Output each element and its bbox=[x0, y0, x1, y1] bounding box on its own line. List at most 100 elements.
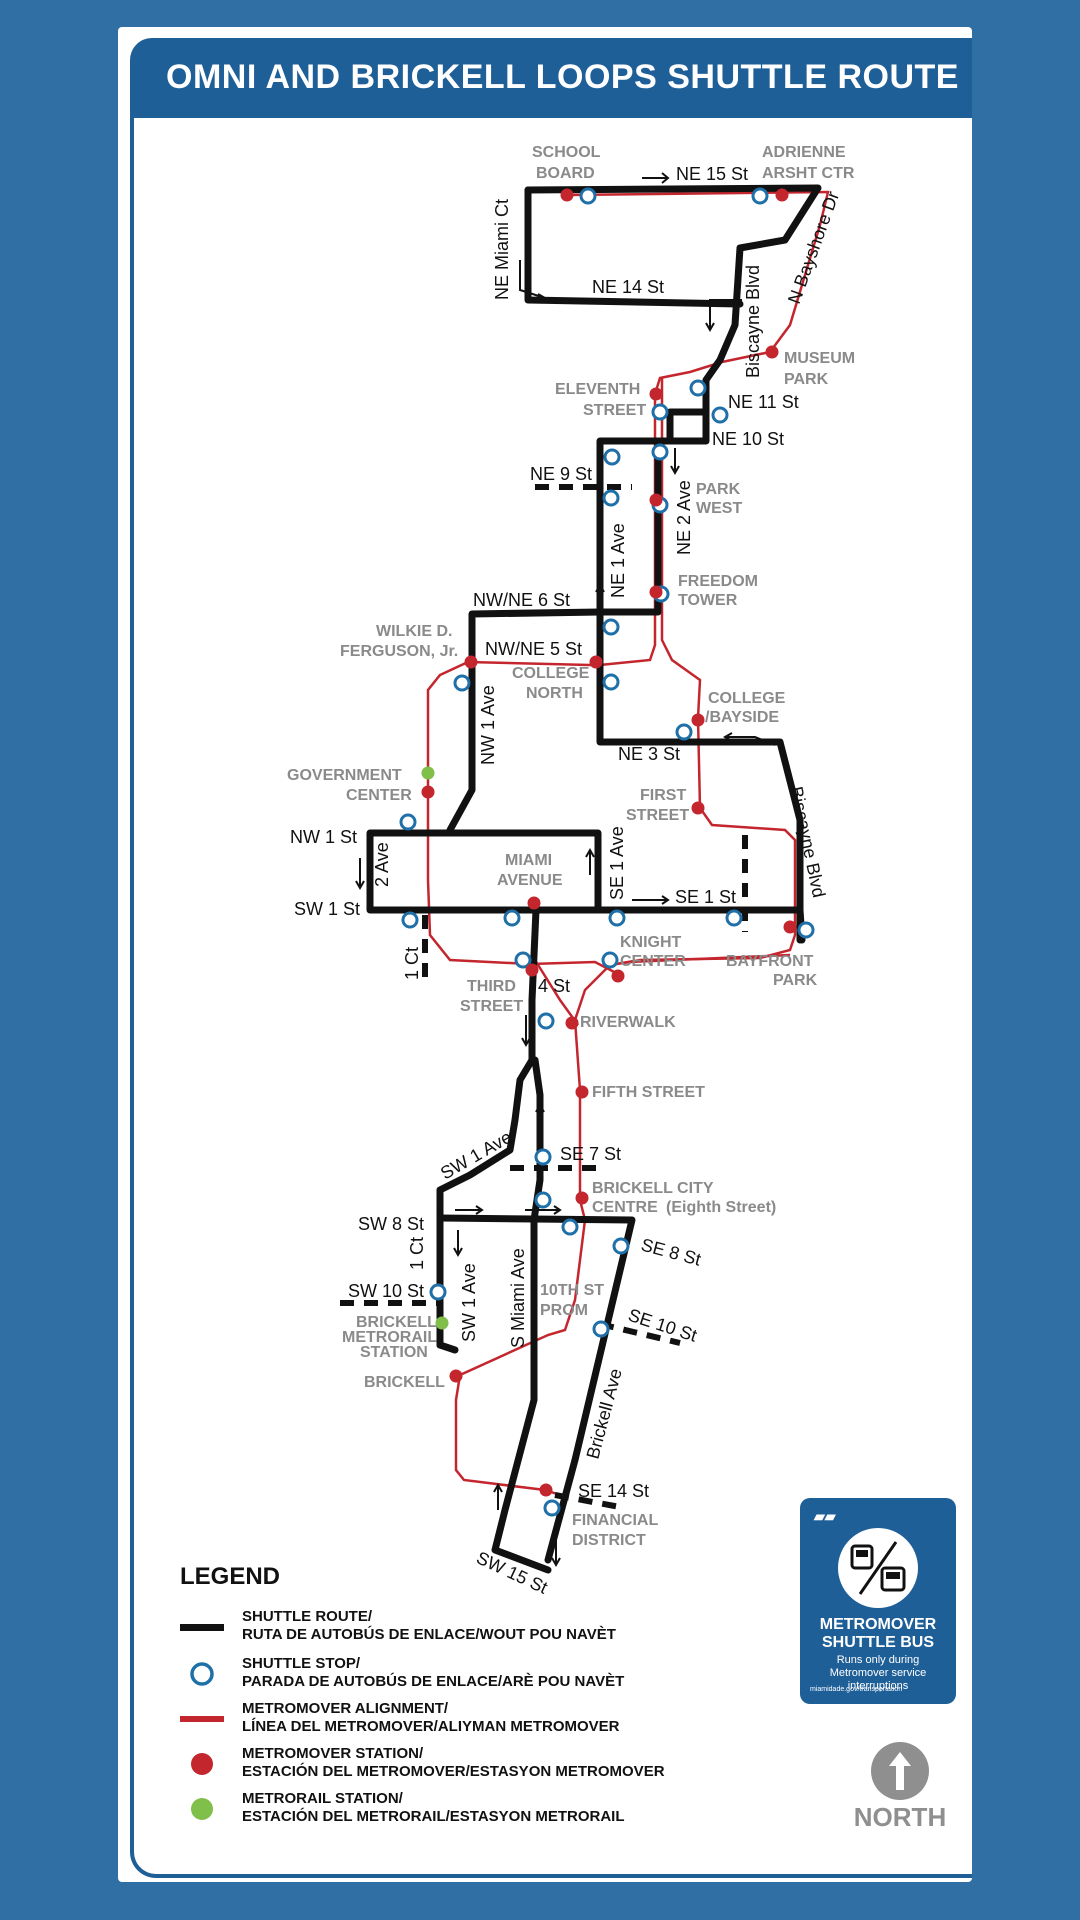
shuttle-stop[interactable] bbox=[612, 1237, 630, 1255]
metromover-station-wilkie-ferguson[interactable] bbox=[464, 655, 478, 669]
metromover-station-fifth-street[interactable] bbox=[575, 1085, 589, 1099]
station-label: PARK bbox=[784, 371, 829, 388]
shuttle-stop[interactable] bbox=[561, 1218, 579, 1236]
metromover-station-brickell-city-centre[interactable] bbox=[575, 1191, 589, 1205]
street-label: NE 2 Ave bbox=[674, 480, 694, 555]
blue-ring-icon bbox=[190, 1662, 214, 1686]
shuttle-stop[interactable] bbox=[534, 1148, 552, 1166]
station-label: STREET bbox=[460, 998, 523, 1015]
station-label: KNIGHT bbox=[620, 934, 682, 951]
station-label: PARK bbox=[696, 481, 741, 498]
street-label: S Miami Ave bbox=[508, 1248, 528, 1348]
shuttle-omni-top-loop bbox=[524, 184, 822, 616]
shuttle-stop[interactable] bbox=[602, 673, 620, 691]
station-labels: SCHOOL BOARD ADRIENNE ARSHT CTR MUSEUM P… bbox=[287, 144, 855, 1549]
station-label: BRICKELL bbox=[364, 1374, 445, 1391]
shuttle-stop[interactable] bbox=[797, 921, 815, 939]
metromover-station-adrienne-arsht[interactable] bbox=[775, 188, 789, 202]
shuttle-stop[interactable] bbox=[602, 489, 620, 507]
station-label: PROM bbox=[540, 1302, 588, 1319]
metromover-omni-loop bbox=[426, 190, 830, 977]
station-label: RIVERWALK bbox=[580, 1014, 676, 1031]
metromover-station-government-center[interactable] bbox=[421, 785, 435, 799]
station-label: CENTER bbox=[346, 787, 412, 804]
station-label: STREET bbox=[626, 807, 689, 824]
metrorail-station-brickell[interactable] bbox=[435, 1316, 449, 1330]
shuttle-stop[interactable] bbox=[651, 403, 669, 421]
station-label: /BAYSIDE bbox=[705, 709, 779, 726]
metrorail-station-government-center[interactable] bbox=[421, 766, 435, 780]
shuttle-stop[interactable] bbox=[537, 1012, 555, 1030]
station-label: FERGUSON, Jr. bbox=[340, 643, 458, 660]
street-label: 2 Ave bbox=[372, 842, 392, 887]
shuttle-stop[interactable] bbox=[592, 1320, 610, 1338]
metromover-station-college-north[interactable] bbox=[589, 655, 603, 669]
station-label: BOARD bbox=[536, 165, 595, 182]
shuttle-stop[interactable] bbox=[675, 723, 693, 741]
shuttle-stop[interactable] bbox=[503, 909, 521, 927]
shuttle-stop[interactable] bbox=[751, 187, 769, 205]
shuttle-ne3-loop bbox=[596, 608, 804, 944]
metromover-station-park-west[interactable] bbox=[649, 493, 663, 507]
shuttle-stop[interactable] bbox=[401, 911, 419, 929]
street-label: NW/NE 6 St bbox=[473, 590, 570, 610]
shuttle-stop[interactable] bbox=[543, 1499, 561, 1517]
station-label: MUSEUM bbox=[784, 350, 855, 367]
direction-arrow-icon bbox=[493, 1482, 503, 1510]
metromover-station-financial-district[interactable] bbox=[539, 1483, 553, 1497]
metromover-station-bayfront-park[interactable] bbox=[783, 920, 797, 934]
street-label: SE 14 St bbox=[578, 1481, 649, 1501]
station-label: WILKIE D. bbox=[376, 623, 452, 640]
street-label: SE 1 St bbox=[675, 887, 736, 907]
metromover-station-brickell[interactable] bbox=[449, 1369, 463, 1383]
direction-arrow-icon bbox=[632, 895, 670, 905]
dashed-streets bbox=[340, 484, 748, 1510]
shuttle-stop[interactable] bbox=[711, 406, 729, 424]
legend-item-metrorail-station: METRORAIL STATION/ESTACIÓN DEL METRORAIL… bbox=[180, 1790, 700, 1834]
shuttle-stop[interactable] bbox=[651, 443, 669, 461]
shuttle-stop[interactable] bbox=[429, 1283, 447, 1301]
legend-title: LEGEND bbox=[180, 1563, 281, 1590]
metromover-station-third-street[interactable] bbox=[525, 963, 539, 977]
station-label: METRORAIL bbox=[342, 1329, 437, 1346]
station-label: PARK bbox=[773, 972, 818, 989]
metromover-station-miami-avenue[interactable] bbox=[527, 896, 541, 910]
street-label: NE 9 St bbox=[530, 464, 592, 484]
station-label: BAYFRONT bbox=[726, 953, 814, 970]
badge-url: miamidade.gov/transportation bbox=[810, 1686, 903, 1693]
shuttle-stop[interactable] bbox=[608, 909, 626, 927]
street-label: NE 10 St bbox=[712, 429, 784, 449]
street-label: 1 Ct bbox=[402, 947, 422, 980]
street-label: Biscayne Blvd bbox=[743, 265, 763, 378]
metromover-station-riverwalk[interactable] bbox=[565, 1016, 579, 1030]
shuttle-stop[interactable] bbox=[602, 618, 620, 636]
shuttle-stops bbox=[399, 187, 815, 1517]
station-label: BRICKELL CITY bbox=[592, 1180, 714, 1197]
metromover-station-knight-center[interactable] bbox=[611, 969, 625, 983]
metromover-inner-loop bbox=[609, 378, 797, 967]
street-label: Biscayne Blvd bbox=[786, 785, 829, 900]
metromover-station-freedom-tower[interactable] bbox=[649, 585, 663, 599]
shuttle-stop[interactable] bbox=[725, 909, 743, 927]
shuttle-stop[interactable] bbox=[453, 674, 471, 692]
metromover-station-museum-park[interactable] bbox=[765, 345, 779, 359]
shuttle-stop[interactable] bbox=[399, 813, 417, 831]
metromover-station-school-board[interactable] bbox=[560, 188, 574, 202]
green-dot-icon bbox=[191, 1798, 213, 1820]
shuttle-stop[interactable] bbox=[603, 448, 621, 466]
shuttle-stop[interactable] bbox=[579, 187, 597, 205]
legend-item-metromover-alignment: METROMOVER ALIGNMENT/LÍNEA DEL METROMOVE… bbox=[180, 1700, 700, 1744]
station-label: FIRST bbox=[640, 787, 686, 804]
shuttle-stop[interactable] bbox=[514, 951, 532, 969]
metromover-station-college-bayside[interactable] bbox=[691, 713, 705, 727]
direction-arrow-icon bbox=[521, 1015, 531, 1048]
legend-item-shuttle-route: SHUTTLE ROUTE/RUTA DE AUTOBÚS DE ENLACE/… bbox=[180, 1608, 700, 1652]
direction-arrow-icon bbox=[642, 172, 670, 184]
metromover-station-first-street[interactable] bbox=[691, 801, 705, 815]
shuttle-stop[interactable] bbox=[601, 951, 619, 969]
street-label: NE 3 St bbox=[618, 744, 680, 764]
shuttle-stop[interactable] bbox=[534, 1191, 552, 1209]
metromover-station-eleventh-street[interactable] bbox=[649, 387, 663, 401]
shuttle-stop[interactable] bbox=[689, 379, 707, 397]
station-label: ARSHT CTR bbox=[762, 165, 855, 182]
